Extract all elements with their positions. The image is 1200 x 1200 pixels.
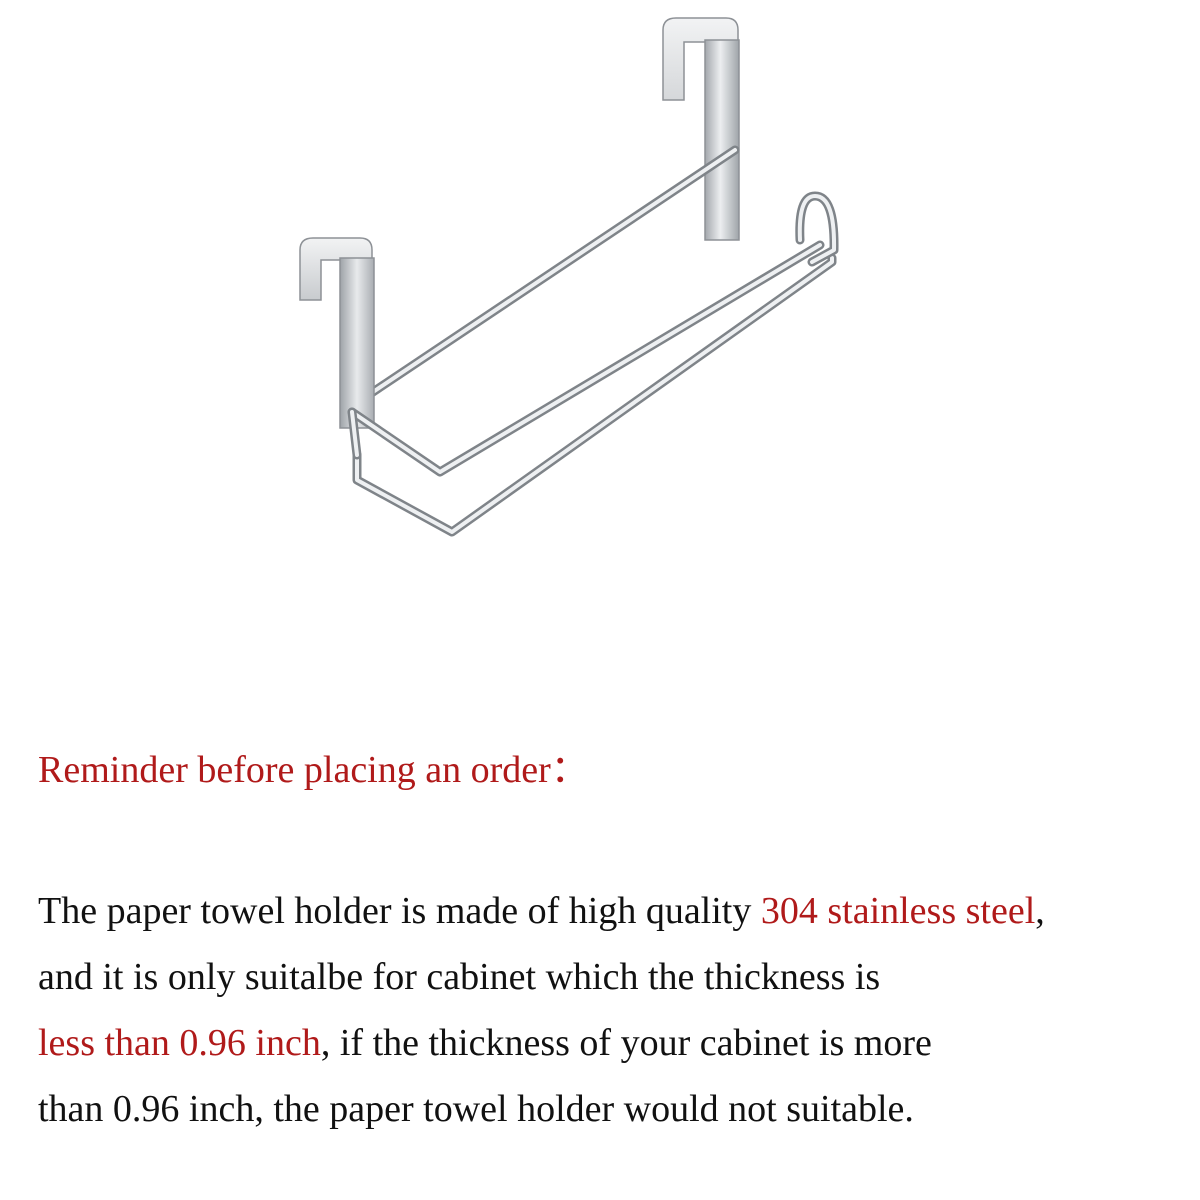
description-text: The paper towel holder is made of high q… bbox=[38, 890, 761, 932]
description-text: , if the thickness of your cabinet is mo… bbox=[320, 1022, 932, 1064]
description-line-2: and it is only suitalbe for cabinet whic… bbox=[38, 956, 881, 998]
description-line-4: than 0.96 inch, the paper towel holder w… bbox=[38, 1088, 914, 1130]
right-hook-bracket bbox=[662, 17, 740, 241]
product-description: The paper towel holder is made of high q… bbox=[38, 878, 1188, 1142]
description-line-3: less than 0.96 inch, if the thickness of… bbox=[38, 1010, 1188, 1076]
towel-bar-frame bbox=[347, 191, 839, 537]
description-line-1: The paper towel holder is made of high q… bbox=[38, 878, 1188, 944]
reminder-heading: Reminder before placing an order： bbox=[38, 749, 589, 791]
thickness-highlight: less than 0.96 inch bbox=[38, 1022, 321, 1064]
material-highlight: 304 stainless steel bbox=[760, 890, 1036, 932]
paper-towel-holder-icon bbox=[299, 17, 839, 537]
back-upper-rod bbox=[353, 145, 740, 407]
description-text: , bbox=[1035, 890, 1045, 932]
left-hook-bracket bbox=[299, 237, 375, 429]
